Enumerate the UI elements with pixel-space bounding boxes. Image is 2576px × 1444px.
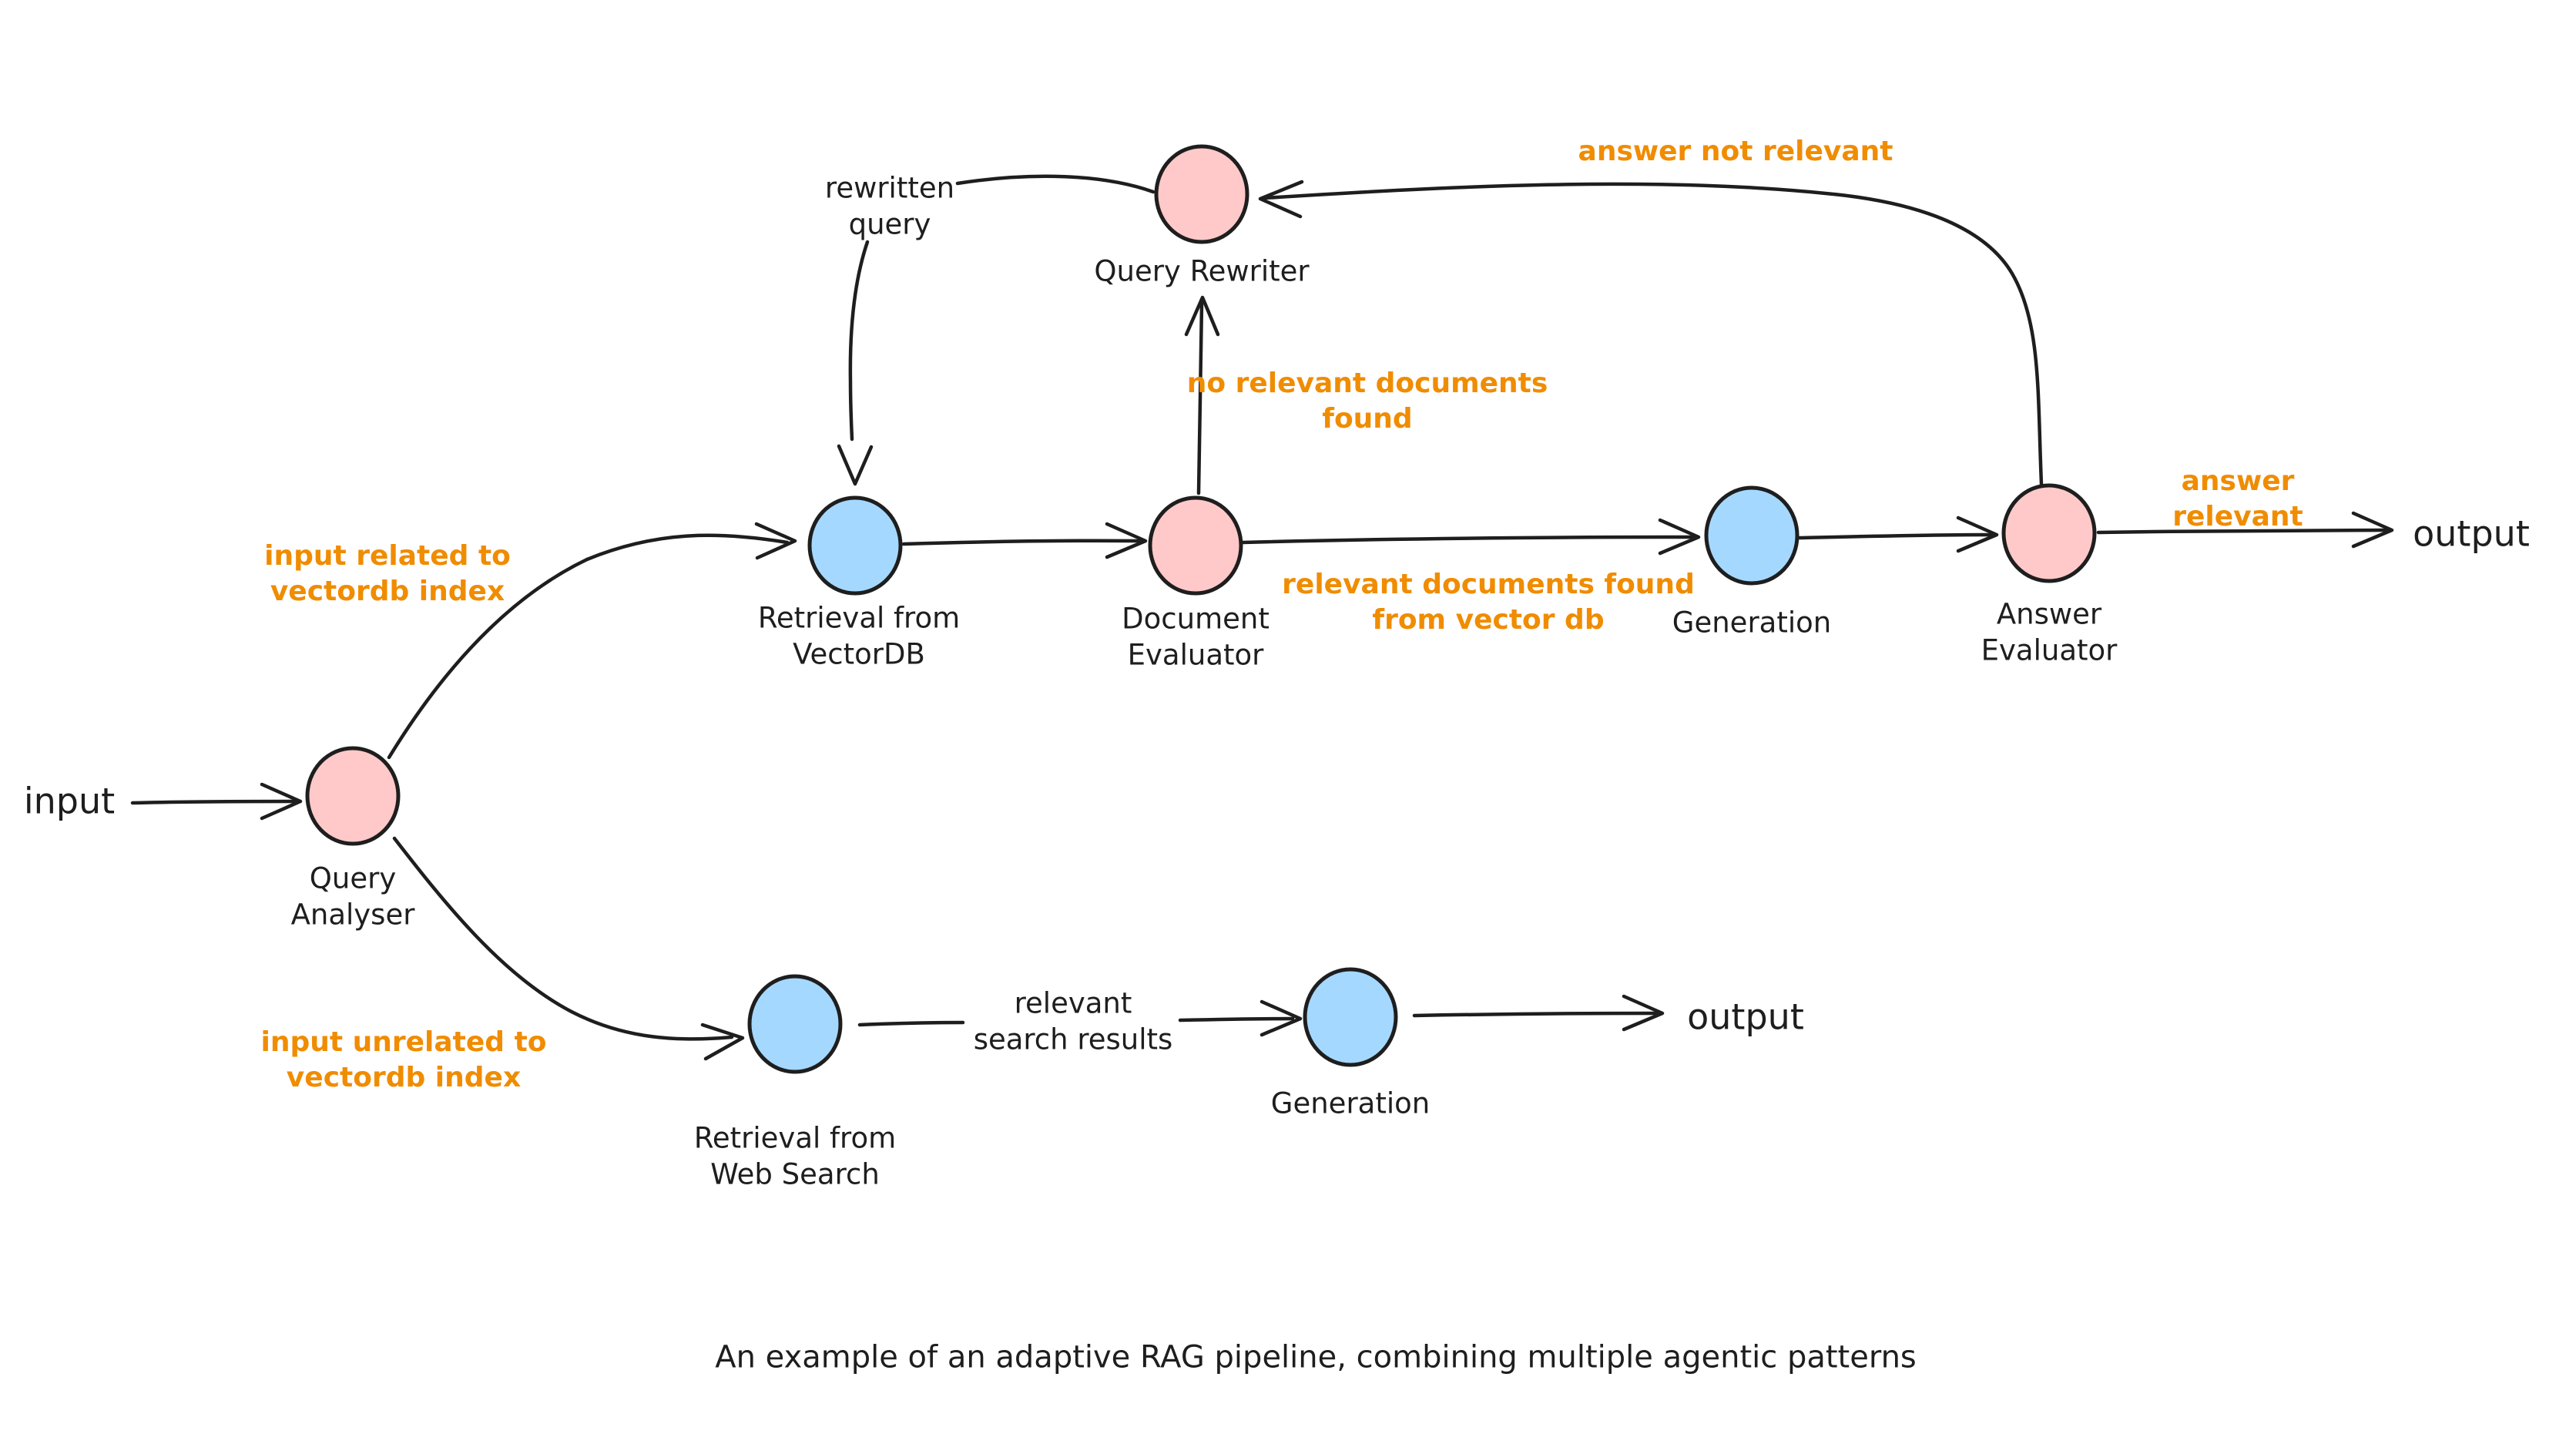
edge-label-answer-not-relevant: answer not relevant xyxy=(1578,135,1893,167)
node-label-retrieval-vectordb: Retrieval from VectorDB xyxy=(757,601,961,671)
node-label-query-rewriter: Query Rewriter xyxy=(1094,254,1310,288)
output-label-bottom: output xyxy=(1687,996,1804,1038)
edge-label-rewritten-query: rewritten query xyxy=(824,171,955,241)
edge-input-to-query-analyser xyxy=(130,782,303,821)
edge-answer-evaluator-to-query-rewriter xyxy=(1258,180,2044,486)
edge-label-input-unrelated: input unrelated to vectordb index xyxy=(260,1026,547,1093)
node-generation-bottom-circle xyxy=(1303,967,1398,1067)
edge-query-analyser-to-websearch xyxy=(392,836,745,1061)
edge-document-evaluator-to-generation xyxy=(1240,518,1701,556)
edge-generation-to-answer-evaluator xyxy=(1797,515,1999,553)
edge-label-input-related: input related to vectordb index xyxy=(264,539,511,607)
node-label-generation-top: Generation xyxy=(1672,606,1832,640)
node-label-retrieval-websearch: Retrieval from Web Search xyxy=(693,1121,897,1191)
edge-label-no-relevant-docs: no relevant documents found xyxy=(1186,367,1548,435)
output-label-top: output xyxy=(2413,512,2530,555)
diagram-caption: An example of an adaptive RAG pipeline, … xyxy=(715,1339,1917,1375)
edge-label-answer-relevant: answer relevant xyxy=(2172,465,2303,532)
edge-answer-evaluator-to-output xyxy=(2096,511,2394,549)
node-answer-evaluator-circle xyxy=(2001,483,2097,583)
node-label-document-evaluator: Document Evaluator xyxy=(1122,602,1270,672)
node-label-query-analyser: Query Analyser xyxy=(290,861,415,932)
edge-label-relevant-search-results: relevant search results xyxy=(973,986,1173,1056)
edge-websearch-to-generation xyxy=(857,999,1303,1037)
edge-vectordb-to-document-evaluator xyxy=(901,522,1148,559)
edge-query-analyser-to-vectordb xyxy=(387,522,797,760)
node-label-answer-evaluator: Answer Evaluator xyxy=(1981,597,2118,667)
edge-document-evaluator-to-query-rewriter xyxy=(1184,295,1220,495)
edge-query-rewriter-to-vectordb xyxy=(837,174,1156,486)
node-label-generation-bottom: Generation xyxy=(1270,1086,1431,1120)
node-generation-top-circle xyxy=(1704,485,1800,586)
node-retrieval-websearch-circle xyxy=(747,974,843,1074)
node-query-rewriter-circle xyxy=(1154,144,1249,244)
node-document-evaluator-circle xyxy=(1148,495,1243,596)
input-label: input xyxy=(23,780,116,822)
node-retrieval-vectordb-circle xyxy=(807,495,903,596)
edge-label-relevant-docs-found: relevant documents found from vector db xyxy=(1282,568,1695,636)
node-query-analyser-circle xyxy=(305,746,401,846)
edge-generation-bottom-to-output xyxy=(1412,994,1665,1032)
